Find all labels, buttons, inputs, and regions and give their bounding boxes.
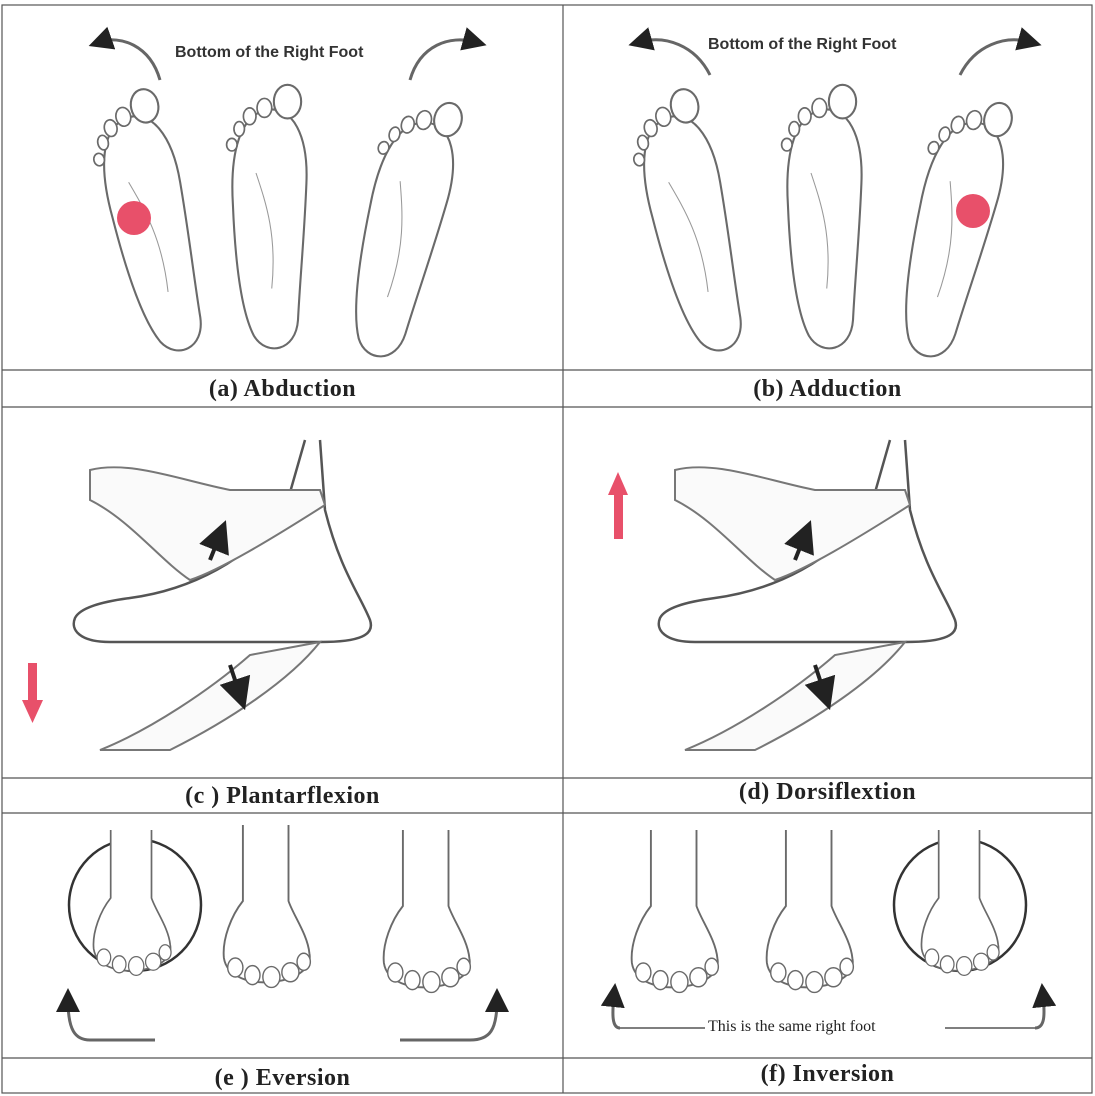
panel-b-header: Bottom of the Right Foot [708,36,896,54]
panel-f-drawing [613,830,1044,1028]
panel-c-caption: (c ) Plantarflexion [2,779,563,813]
panel-f-note: This is the same right foot [708,1018,876,1036]
foot-sole-neutral [782,85,862,349]
panel-c-drawing [22,440,371,750]
curved-arrow-left-icon [68,1000,155,1040]
foot-side-view [659,440,956,750]
panel-a-drawing [82,40,475,364]
foot-sole-abducted [622,85,755,359]
curved-arrow-left-icon [640,40,710,75]
up-arrow-shaft [614,495,623,539]
curved-arrow-right-icon [1035,995,1044,1028]
foot-front-inverted [384,830,471,992]
curved-arrow-right-icon [410,40,475,80]
curved-arrow-left-icon [613,995,620,1028]
foot-side-view [74,440,371,750]
panel-d-drawing [608,440,956,750]
panel-e-caption: (e ) Eversion [2,1062,563,1094]
curved-arrow-right-icon [400,1000,497,1040]
panel-b-caption: (b) Adduction [563,371,1092,407]
panel-d-caption: (d) Dorsiflextion [563,775,1092,809]
foot-sole-neutral [227,85,307,349]
foot-sole-adducted [879,89,1020,364]
panel-a-caption: (a) Abduction [2,371,563,407]
foot-sole-adducted [329,89,470,364]
highlight-dot [117,201,151,235]
panel-e-drawing [68,825,497,1040]
up-arrow-head-icon [608,472,628,495]
foot-front-everted [632,830,719,992]
curved-arrow-left-icon [100,40,160,80]
down-arrow-head-icon [22,700,43,723]
curved-arrow-right-icon [960,40,1030,75]
panel-a-header: Bottom of the Right Foot [175,44,363,62]
foot-front-neutral [767,830,854,992]
panel-b-drawing [622,40,1030,364]
foot-front-everted [93,830,171,975]
highlight-dot [956,194,990,228]
foot-front-neutral [224,825,311,987]
panel-f-caption: (f) Inversion [563,1058,1092,1090]
down-arrow-shaft [28,663,37,703]
foot-front-inverted [921,830,999,975]
